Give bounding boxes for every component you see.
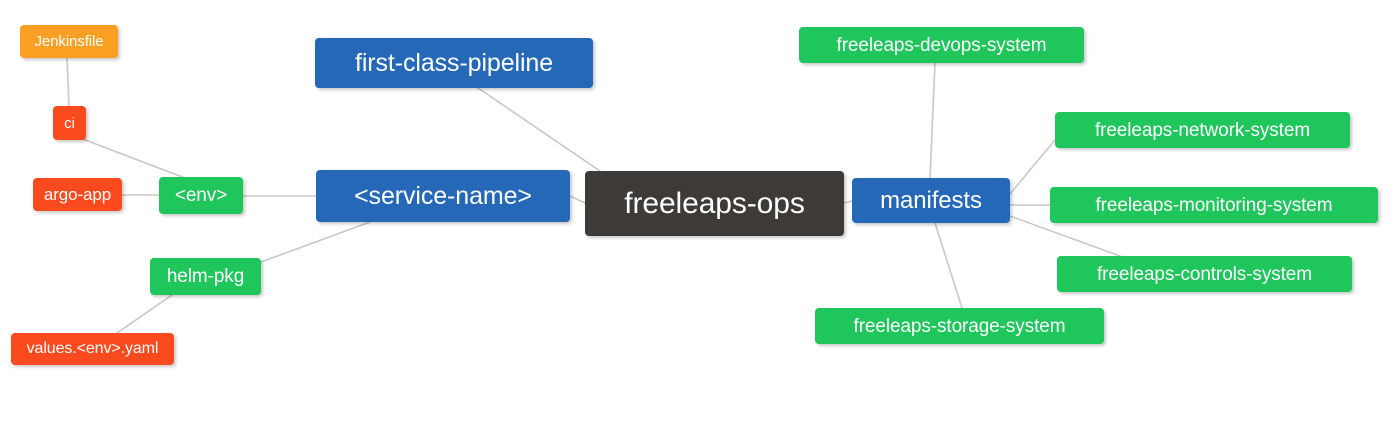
node-freeleaps-controls-system[interactable]: freeleaps-controls-system [1057, 256, 1352, 292]
edge-service-name-to-helm-pkg [260, 221, 371, 263]
node-freeleaps-network-system[interactable]: freeleaps-network-system [1055, 112, 1350, 148]
edge-manifests-to-freeleaps-storage-system [934, 222, 963, 309]
node-service-name[interactable]: <service-name> [316, 170, 570, 222]
node-freeleaps-ops[interactable]: freeleaps-ops [585, 171, 844, 236]
node-values-env-yaml[interactable]: values.<env>.yaml [11, 333, 174, 365]
node-argo-app[interactable]: argo-app [33, 178, 122, 211]
edge-helm-pkg-to-values-env-yaml [116, 294, 173, 334]
node-helm-pkg[interactable]: helm-pkg [150, 258, 261, 295]
edge-ci-to-env [79, 137, 186, 179]
node-env[interactable]: <env> [159, 177, 243, 214]
node-ci[interactable]: ci [53, 106, 86, 140]
edge-freeleaps-ops-to-manifests [843, 200, 853, 204]
node-first-class-pipeline[interactable]: first-class-pipeline [315, 38, 593, 88]
node-manifests[interactable]: manifests [852, 178, 1010, 223]
node-jenkinsfile[interactable]: Jenkinsfile [20, 25, 118, 58]
edge-manifests-to-freeleaps-devops-system [929, 62, 936, 179]
node-freeleaps-devops-system[interactable]: freeleaps-devops-system [799, 27, 1084, 63]
edge-service-name-to-freeleaps-ops [569, 195, 586, 204]
node-freeleaps-storage-system[interactable]: freeleaps-storage-system [815, 308, 1104, 344]
edge-manifests-to-freeleaps-network-system [1009, 139, 1056, 195]
node-freeleaps-monitoring-system[interactable]: freeleaps-monitoring-system [1050, 187, 1378, 223]
edge-first-class-pipeline-to-freeleaps-ops [477, 87, 601, 172]
edge-jenkinsfile-to-ci [66, 57, 70, 107]
